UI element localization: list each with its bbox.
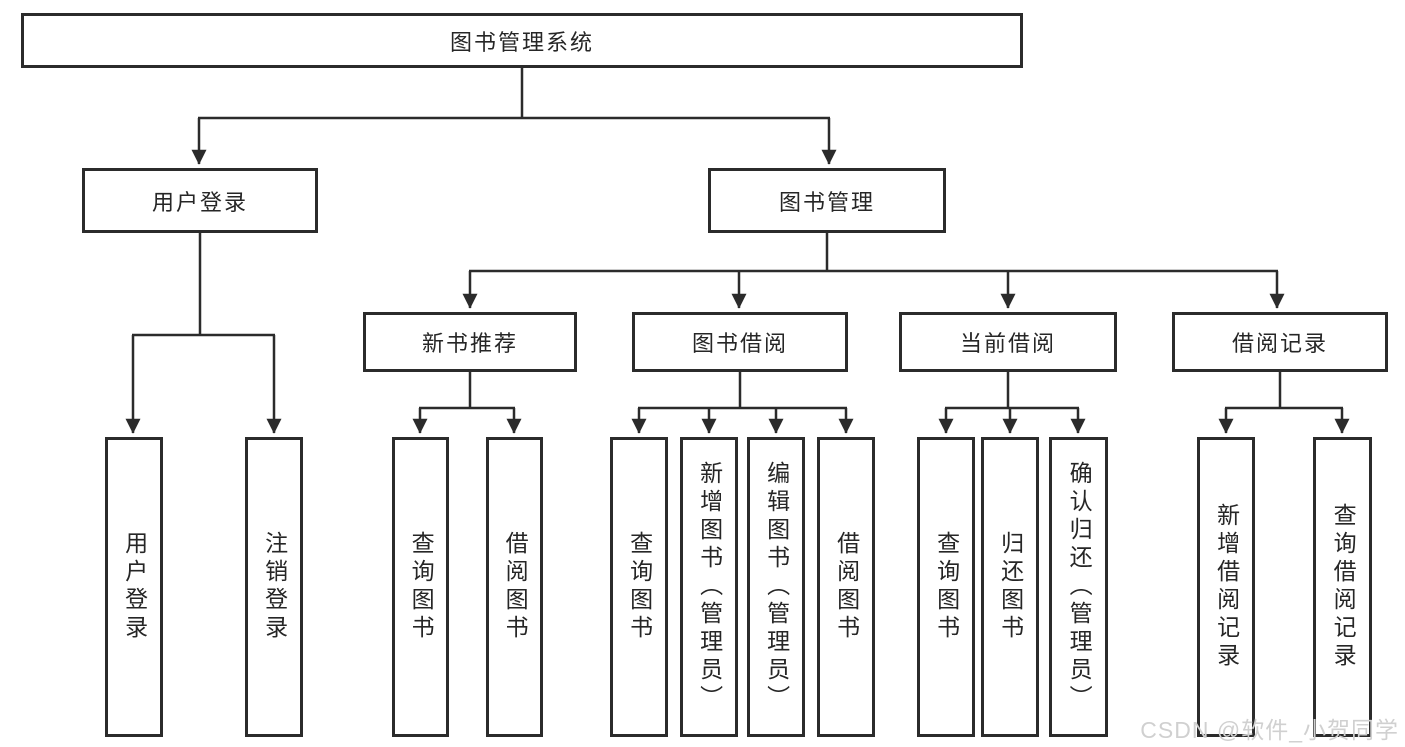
node-user-login: 用户登录 (82, 168, 318, 233)
leaf-query-borrow-record-label: 查询借阅记录 (1330, 503, 1357, 671)
leaf-query-books-label: 查询图书 (933, 531, 960, 643)
leaf-query-books-label: 查询图书 (626, 531, 653, 643)
leaf-user-login-label: 用户登录 (121, 531, 148, 643)
leaf-query-books-label: 查询图书 (408, 531, 435, 643)
leaf-logout: 注销登录 (245, 437, 303, 737)
book-management-label: 图书管理 (778, 189, 875, 215)
node-new-book-recommendation: 新书推荐 (363, 312, 577, 372)
new-book-recommendation-label: 新书推荐 (421, 331, 518, 356)
leaf-add-borrow-record-label: 新增借阅记录 (1213, 503, 1240, 671)
node-root-system: 图书管理系统 (21, 13, 1023, 68)
node-borrow-records: 借阅记录 (1172, 312, 1388, 372)
node-book-borrowing: 图书借阅 (632, 312, 848, 372)
leaf-add-book-admin-label: 新增图书（管理员） (696, 461, 723, 713)
leaf-edit-book-admin: 编辑图书（管理员） (747, 437, 805, 737)
leaf-logout-label: 注销登录 (261, 531, 288, 643)
csdn-watermark: CSDN @软件_小贺同学 (1140, 717, 1399, 743)
leaf-return-books: 归还图书 (981, 437, 1039, 737)
leaf-return-books-label: 归还图书 (997, 531, 1024, 643)
leaf-edit-book-admin-label: 编辑图书（管理员） (763, 461, 790, 713)
node-book-management: 图书管理 (708, 168, 946, 233)
leaf-borrow-books: 借阅图书 (486, 437, 543, 737)
leaf-add-book-admin: 新增图书（管理员） (680, 437, 738, 737)
root-system-label: 图书管理系统 (449, 29, 594, 55)
leaf-borrow-books-label: 借阅图书 (833, 531, 860, 643)
current-borrowing-label: 当前借阅 (959, 331, 1056, 356)
book-borrowing-label: 图书借阅 (691, 331, 788, 356)
leaf-query-borrow-record: 查询借阅记录 (1313, 437, 1372, 737)
node-current-borrowing: 当前借阅 (899, 312, 1117, 372)
leaf-query-books: 查询图书 (392, 437, 449, 737)
leaf-query-books: 查询图书 (917, 437, 975, 737)
leaf-user-login: 用户登录 (105, 437, 163, 737)
leaf-confirm-return-admin: 确认归还（管理员） (1049, 437, 1108, 737)
borrow-records-label: 借阅记录 (1231, 331, 1328, 356)
leaf-borrow-books: 借阅图书 (817, 437, 875, 737)
leaf-query-books: 查询图书 (610, 437, 668, 737)
user-login-label: 用户登录 (151, 189, 248, 215)
leaf-confirm-return-admin-label: 确认归还（管理员） (1066, 461, 1093, 713)
leaf-borrow-books-label: 借阅图书 (502, 531, 529, 643)
leaf-add-borrow-record: 新增借阅记录 (1197, 437, 1255, 737)
